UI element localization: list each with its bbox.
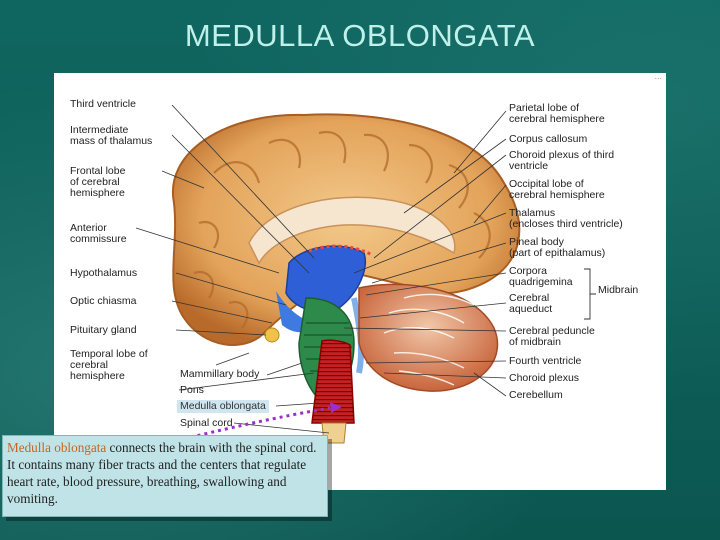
label-choroid-plexus-third-ventricle: Choroid plexus of third ventricle bbox=[509, 149, 615, 172]
label-intermediate-mass: Intermediate mass of thalamus bbox=[70, 124, 153, 147]
pointer-arrow bbox=[149, 406, 331, 449]
label-midbrain: Midbrain bbox=[598, 284, 639, 296]
label-medulla-oblongata: Medulla oblongata bbox=[177, 400, 269, 413]
label-thalamus: Thalamus (encloses third ventricle) bbox=[509, 207, 623, 230]
caption-term: Medulla oblongata bbox=[7, 440, 107, 455]
label-anterior-commissure: Anterior commissure bbox=[70, 222, 127, 245]
label-mammillary-body: Mammillary body bbox=[180, 368, 260, 380]
caption-box: Medulla oblongata connects the brain wit… bbox=[2, 435, 328, 517]
label-occipital-lobe: Occipital lobe of cerebral hemisphere bbox=[509, 178, 605, 201]
right-leader-lines bbox=[343, 110, 507, 397]
corpus-callosum-shape bbox=[248, 196, 456, 265]
figure-corner-mark: ... bbox=[654, 71, 662, 81]
choroid-plexus-dots bbox=[308, 244, 373, 257]
medulla-oblongata-highlight bbox=[311, 339, 355, 424]
label-pons: Pons bbox=[180, 384, 204, 396]
label-corpus-callosum: Corpus callosum bbox=[509, 133, 588, 145]
pointer-arrowhead bbox=[330, 402, 342, 413]
label-fourth-ventricle: Fourth ventricle bbox=[509, 355, 582, 367]
label-temporal-lobe: Temporal lobe of cerebral hemisphere bbox=[70, 348, 148, 382]
label-optic-chiasma: Optic chiasma bbox=[70, 295, 137, 307]
label-choroid-plexus: Choroid plexus bbox=[509, 372, 580, 384]
cerebrum-shape bbox=[171, 113, 521, 346]
label-frontal-lobe: Frontal lobe of cerebral hemisphere bbox=[70, 165, 126, 199]
midbrain-bracket bbox=[584, 268, 596, 320]
slide-title: MEDULLA OBLONGATA bbox=[184, 18, 536, 53]
gyri-folds bbox=[193, 130, 491, 329]
label-cerebral-peduncle: Cerebral peduncle of midbrain bbox=[509, 325, 595, 348]
brain-illustration bbox=[135, 104, 596, 444]
label-cerebellum: Cerebellum bbox=[509, 389, 563, 401]
label-third-ventricle: Third ventricle bbox=[70, 98, 136, 110]
caption-text: connects the brain with the spinal cord.… bbox=[7, 440, 317, 506]
label-pituitary-gland: Pituitary gland bbox=[70, 324, 137, 336]
label-spinal-cord: Spinal cord bbox=[180, 417, 233, 429]
label-parietal-lobe: Parietal lobe of cerebral hemisphere bbox=[509, 102, 605, 125]
label-corpora-quadrigemina: Corpora quadrigemina bbox=[509, 265, 573, 288]
label-hypothalamus: Hypothalamus bbox=[70, 267, 138, 279]
arbor-vitae bbox=[383, 293, 475, 386]
label-cerebral-aqueduct: Cerebral aqueduct bbox=[509, 292, 553, 315]
brain-diagram-figure: ... Third ventricle Intermediate mass of… bbox=[54, 71, 666, 490]
left-leader-lines bbox=[135, 104, 330, 434]
label-pineal-body: Pineal body (part of epithalamus) bbox=[509, 236, 606, 259]
